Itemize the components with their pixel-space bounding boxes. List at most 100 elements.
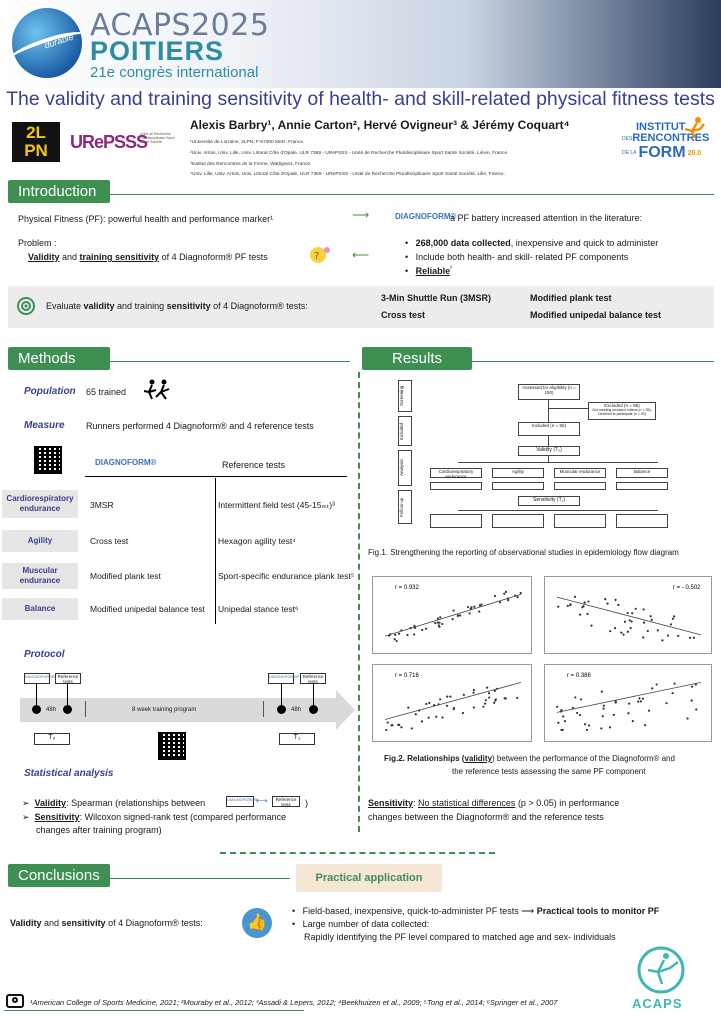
concl-validity: Validity	[10, 918, 42, 928]
results-rule	[472, 361, 714, 362]
row-muscular-label: Muscular endurance	[2, 563, 78, 589]
flow-excluded: Excluded (n = 85) Not meeting inclusion …	[588, 402, 656, 420]
scatter-point	[434, 621, 437, 625]
t0-diagnoform-box: DIAGNOFORM®	[24, 673, 56, 684]
flow-side-screening: Screening	[398, 380, 412, 412]
conclusions-heading: Conclusions	[8, 864, 110, 887]
scatter-point	[641, 697, 645, 700]
arrow-left-icon: ⟵	[352, 248, 370, 262]
scatter-point	[639, 700, 643, 703]
scatter-point	[617, 603, 620, 607]
row-muscular-diagnoform: Modified plank test	[90, 571, 161, 581]
scatter-point	[461, 711, 465, 715]
scatter-point	[578, 713, 582, 717]
header-band	[0, 0, 721, 88]
problem-text: Validity and training sensitivity of 4 D…	[28, 252, 268, 262]
stat-validity-bold: Validity	[34, 798, 67, 808]
conclusion-divider	[220, 852, 495, 854]
references-footer: ¹American College of Sports Medicine, 20…	[30, 998, 558, 1007]
scatter-point	[428, 701, 431, 705]
row-cardio-reference: Intermittent field test (45-15ₘₜ)³	[218, 500, 335, 510]
problem-and: and	[59, 252, 80, 262]
scatter-plot-agility: r = - 0.502	[544, 576, 712, 654]
scatter-point	[436, 617, 439, 620]
t1-reference-box: Reference tests	[300, 673, 326, 684]
scatter-point	[628, 619, 631, 622]
question-bulb-icon: ?	[310, 247, 330, 263]
scatter-point	[631, 720, 634, 723]
concl-and: and	[41, 918, 62, 928]
scatter-point	[478, 610, 481, 613]
scatter-point	[519, 591, 522, 595]
poster-title: The validity and training sensitivity of…	[6, 88, 715, 110]
flow-side-analysis: Analysis	[398, 450, 412, 486]
runners-icon	[143, 379, 170, 400]
scatter-point	[626, 630, 629, 633]
aim-test-3msr: 3-Min Shuttle Run (3MSR)	[381, 293, 491, 303]
flow-box-b2	[492, 514, 544, 528]
scatter-point	[449, 695, 452, 698]
t1-stem-1	[281, 684, 282, 706]
scatter-point	[671, 617, 675, 620]
t0-48h: 48h	[46, 707, 57, 713]
inst-rencontres: RENCONTRES	[632, 132, 710, 144]
scatter-point	[661, 639, 664, 642]
measure-label: Measure	[24, 420, 65, 431]
double-arrow-icon: ⟷	[256, 796, 268, 805]
2lpn-top: 2L	[26, 123, 46, 142]
concl-arrow: ⟶	[521, 906, 535, 916]
protocol-qr-code-icon	[158, 732, 186, 760]
t1-stem-2	[313, 684, 314, 706]
flow-validity: Validity (T₀)	[518, 446, 580, 456]
scatter-point	[562, 715, 565, 718]
inst-dela: DE LA	[622, 150, 637, 156]
target-icon	[17, 297, 35, 315]
intro-bullet-3: • Reliable²	[405, 266, 453, 276]
scatter-point	[651, 687, 654, 690]
row-cardio-diagnoform: 3MSR	[90, 500, 114, 510]
fig2-caption-2: the reference tests assessing the same P…	[452, 767, 646, 776]
scatter-point	[604, 598, 607, 601]
flow-box-a4	[616, 482, 668, 490]
scatter-point	[556, 705, 559, 708]
scatter-point	[606, 602, 609, 605]
flow-group-agility: Agility	[492, 468, 544, 478]
sensitivity-result-2: changes between the Diagnoform® and the …	[368, 812, 604, 822]
flow-line-1	[548, 400, 549, 422]
urepsss-logo: URePSSS	[70, 132, 148, 152]
aim-2: validity	[83, 301, 115, 311]
bullet-2-rest: Include both health- and skill- related …	[415, 252, 629, 262]
institut-rencontres-forme-logo: INSTITUT DES RENCONTRES DE LA FORM 20.0	[622, 117, 710, 170]
measure-text: Runners performed 4 Diagnoform® and 4 re…	[86, 421, 314, 431]
scatter-point	[626, 611, 629, 615]
camera-lens-icon	[12, 997, 18, 1003]
scatter-point	[642, 608, 645, 611]
scatter-point	[436, 621, 439, 624]
table-header-reference: Reference tests	[222, 460, 286, 470]
congress-brand: ACAPS2025	[90, 8, 270, 43]
problem-sensitivity: training sensitivity	[79, 252, 160, 262]
scatter-point	[563, 719, 567, 723]
scatter-point	[585, 728, 589, 732]
congress-city: POITIERS	[90, 36, 225, 66]
scatter-point	[630, 620, 633, 623]
scatter-point	[581, 606, 584, 609]
scatter-point	[634, 607, 637, 610]
scatter-point	[421, 628, 424, 632]
sens-bold: Sensitivity	[368, 798, 414, 808]
scatter-point	[623, 620, 627, 623]
scatter-point	[482, 705, 485, 708]
flow-box-b3	[554, 514, 606, 528]
scatter-point	[600, 690, 603, 693]
scatter-point	[394, 633, 397, 636]
scatter-point	[673, 615, 676, 618]
2lpn-logo: 2L PN	[12, 122, 60, 162]
authors: Alexis Barbry¹, Annie Carton², Hervé Ovi…	[190, 118, 570, 132]
scatter-point	[473, 605, 476, 608]
problem-validity: Validity	[28, 252, 60, 262]
flow-box-a3	[554, 482, 606, 490]
scatter-point	[516, 696, 519, 700]
acaps-logo-text: ACAPS	[632, 996, 683, 1011]
scatter-point	[690, 699, 693, 702]
scatter-point	[503, 592, 506, 595]
